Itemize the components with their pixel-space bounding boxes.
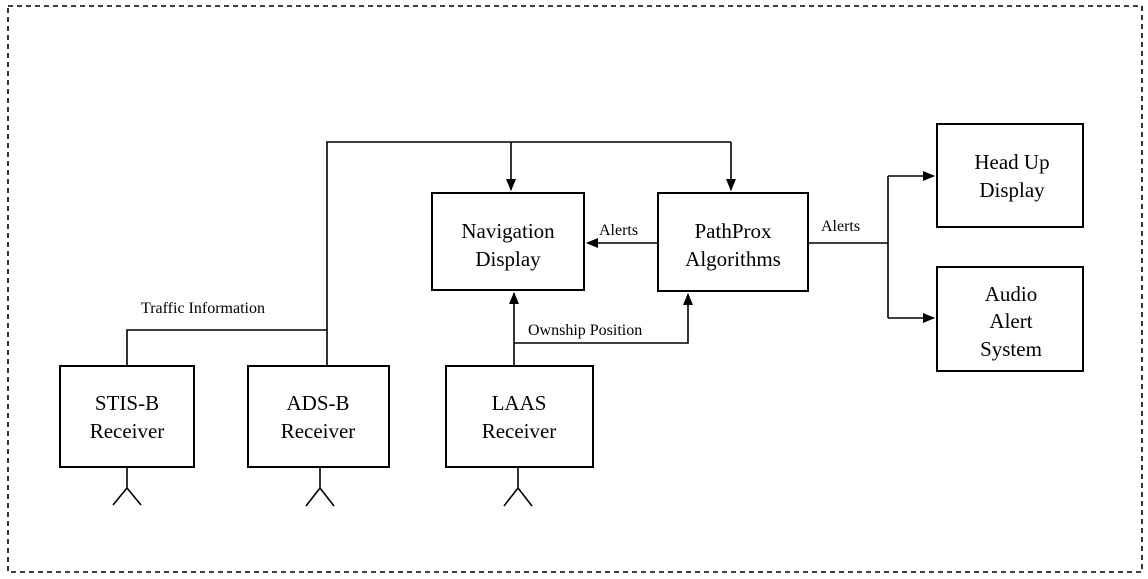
pathprox-algorithms-box: PathProx Algorithms <box>657 192 809 292</box>
navigation-display-box: Navigation Display <box>431 192 585 291</box>
laas-receiver-label-line2: Receiver <box>482 419 557 443</box>
navigation-display-label-line2: Display <box>475 247 541 271</box>
ads-b-receiver-label-line1: ADS-B <box>286 391 349 415</box>
ads-b-receiver-box: ADS-B Receiver <box>247 365 390 468</box>
audio-alert-system-label-line1: Audio <box>985 282 1038 306</box>
laas-receiver-label-line1: LAAS <box>492 391 547 415</box>
traffic-information-label: Traffic Information <box>141 300 265 317</box>
pathprox-algorithms-label-line2: Algorithms <box>685 247 781 271</box>
navigation-display-label-line1: Navigation <box>461 219 555 243</box>
system-boundary <box>7 5 1143 573</box>
alerts-out-label: Alerts <box>821 218 860 235</box>
ads-b-antenna-icon <box>305 467 335 507</box>
stis-b-traffic-line <box>126 329 327 366</box>
head-up-display-box: Head Up Display <box>936 123 1084 228</box>
stis-b-receiver-label-line2: Receiver <box>90 419 165 443</box>
head-up-display-label-line2: Display <box>979 178 1045 202</box>
audio-alert-system-box: Audio Alert System <box>936 266 1084 372</box>
audio-alert-system-label-line3: System <box>980 337 1042 361</box>
alerts-to-nav-label: Alerts <box>599 222 638 239</box>
head-up-display-label-line1: Head Up <box>974 150 1049 174</box>
laas-receiver-box: LAAS Receiver <box>445 365 594 468</box>
ownship-to-pathprox-arrow <box>514 293 693 344</box>
laas-antenna-icon <box>503 467 533 507</box>
stis-b-antenna-icon <box>112 467 142 506</box>
stis-b-receiver-box: STIS-B Receiver <box>59 365 195 468</box>
ownship-position-label: Ownship Position <box>528 322 642 339</box>
audio-alert-system-label-line2: Alert <box>989 309 1032 333</box>
ads-b-receiver-label-line2: Receiver <box>281 419 356 443</box>
stis-b-receiver-label-line1: STIS-B <box>95 391 159 415</box>
pathprox-algorithms-label-line1: PathProx <box>694 219 772 243</box>
traffic-bus-line <box>326 141 731 366</box>
